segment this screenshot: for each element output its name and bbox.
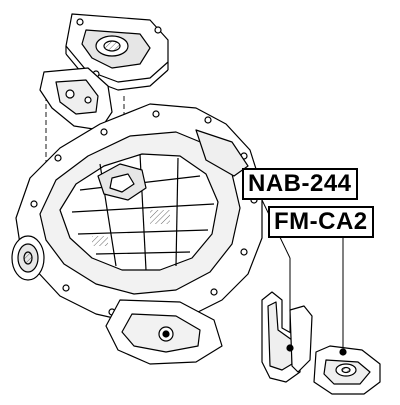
part-number-label-nab: NAB-244	[242, 168, 358, 200]
rubber-mount-fm-icon	[313, 345, 381, 395]
part-number-label-fm: FM-CA2	[268, 206, 374, 238]
rubber-mount-nab-icon	[261, 291, 313, 383]
transmission-assembly-icon	[11, 67, 263, 365]
upper-mount-bracket-icon	[65, 13, 169, 91]
